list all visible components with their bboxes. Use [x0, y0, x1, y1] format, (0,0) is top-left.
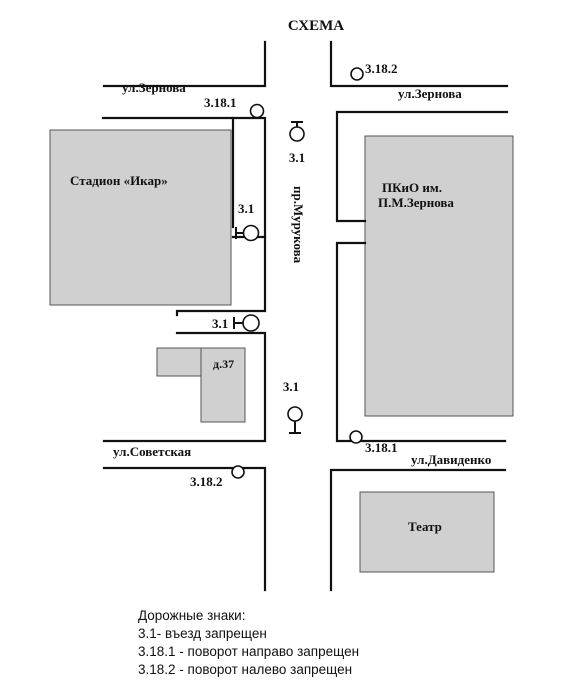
sign-label: 3.18.1	[204, 95, 237, 110]
sign-label: 3.1	[283, 379, 299, 394]
road-edge	[102, 331, 267, 443]
legend-heading: Дорожные знаки:	[138, 608, 246, 623]
sign-3-18-1-top: 3.18.1	[204, 95, 265, 119]
sign-label: 3.1	[212, 316, 228, 331]
sign-3-1-avenue-top: 3.1	[289, 121, 305, 165]
sign-circle-icon	[349, 430, 363, 444]
building-label-house: д.37	[213, 357, 234, 371]
street-label-zernova-right: ул.Зернова	[398, 86, 462, 101]
stadium-block	[49, 129, 232, 306]
sign-3-1-middle: 3.1	[212, 314, 260, 332]
sign-label: 3.1	[238, 201, 254, 216]
road-outlines	[101, 40, 509, 592]
sign-label: 3.1	[289, 150, 305, 165]
park-block	[364, 135, 514, 417]
legend-item: 3.1- въезд запрещен	[138, 626, 267, 641]
road-edge	[102, 466, 267, 592]
road-edge	[329, 40, 509, 88]
building-label-park: П.М.Зернова	[378, 195, 454, 210]
street-label-davidenko: ул.Давиденко	[411, 452, 491, 467]
sign-circle-icon	[231, 465, 245, 479]
sign-label: 3.18.1	[365, 440, 398, 455]
building-label-theatre: Театр	[408, 519, 442, 534]
sign-3-18-2-bottom: 3.18.2	[190, 465, 245, 489]
road-edge	[102, 40, 267, 88]
no-entry-sign-icon	[287, 406, 303, 422]
sign-label: 3.18.2	[190, 474, 223, 489]
road-edge	[335, 241, 507, 443]
no-entry-sign-icon	[242, 224, 260, 242]
no-entry-sign-icon	[289, 126, 305, 142]
sign-3-18-2-top: 3.18.2	[350, 61, 398, 81]
annex-block	[156, 347, 203, 377]
sign-3-18-1-bottom: 3.18.1	[349, 430, 398, 455]
building-label-park: ПКиО им.	[382, 180, 442, 195]
diagram-title: СХЕМА	[288, 18, 344, 34]
road-edge	[329, 468, 507, 592]
no-entry-sign-icon	[242, 314, 260, 332]
legend-item: 3.18.1 - поворот направо запрещен	[138, 644, 360, 659]
sign-3-1-avenue-bottom: 3.1	[283, 379, 303, 434]
theatre-block	[359, 491, 495, 573]
sign-circle-icon	[249, 103, 265, 119]
sign-3-1-stadium: 3.1	[235, 201, 260, 242]
sign-circle-icon	[350, 67, 364, 81]
road-edge	[175, 235, 267, 317]
street-label-avenue: пр.Мурукова	[291, 186, 306, 264]
sign-legend: Дорожные знаки: 3.1- въезд запрещен 3.18…	[138, 607, 359, 679]
building-label-stadium: Стадион «Икар»	[70, 173, 168, 188]
house-37-block	[200, 347, 246, 423]
street-label-sovetskaya: ул.Советская	[113, 444, 191, 459]
road-edge	[335, 110, 509, 223]
legend-item: 3.18.2 - поворот налево запрещен	[138, 662, 353, 677]
sign-label: 3.18.2	[365, 61, 398, 76]
street-label-zernova-left: ул.Зернова	[122, 80, 186, 95]
